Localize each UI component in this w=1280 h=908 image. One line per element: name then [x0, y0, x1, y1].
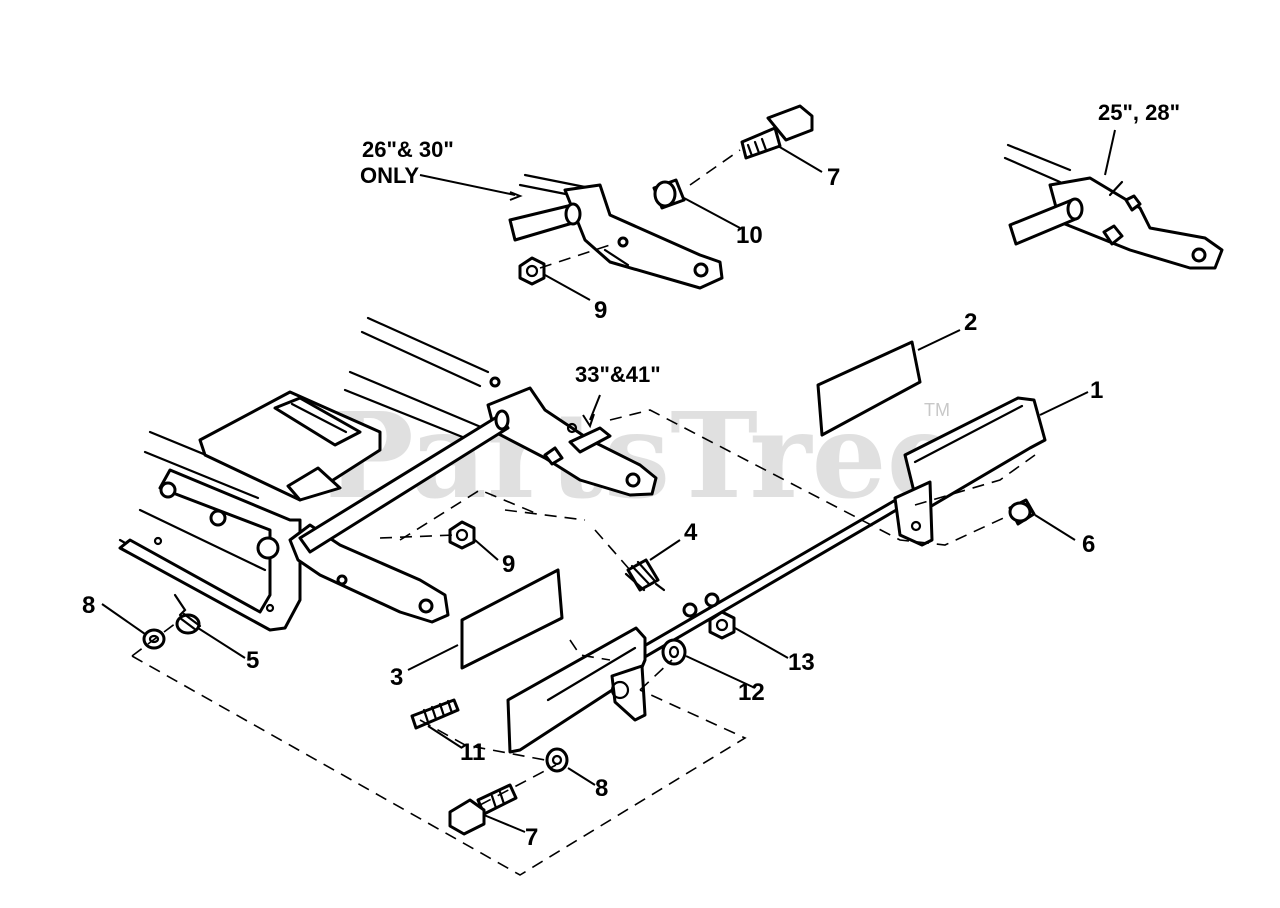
- callout-7-top: 7: [827, 164, 840, 191]
- callout-9-mid: 9: [502, 551, 515, 578]
- callout-3: 3: [390, 664, 403, 691]
- decal-2: [816, 340, 922, 437]
- callout-11: 11: [460, 739, 485, 766]
- callout-9-top: 9: [594, 297, 607, 324]
- bolt-7-top: [740, 104, 814, 160]
- note-33-41: 33"&41": [575, 362, 661, 387]
- bolt-7-bottom: [448, 783, 518, 836]
- spring-4: [624, 558, 666, 592]
- spacer-10: [652, 178, 686, 210]
- spring-5: [173, 593, 202, 635]
- detail-25-28-bracket: [1003, 143, 1224, 270]
- assembly-dashed-lines: [131, 409, 1036, 876]
- washer-12: [661, 638, 687, 666]
- callout-8-left: 8: [82, 592, 95, 619]
- leader-lines: [101, 129, 1116, 833]
- note-25-28: 25", 28": [1098, 100, 1180, 125]
- decal-3: [460, 568, 564, 670]
- screw-11: [410, 698, 460, 730]
- callout-2: 2: [964, 309, 977, 336]
- handle-lower: [506, 626, 647, 754]
- note-26-30-line2: ONLY: [360, 163, 419, 188]
- callout-10: 10: [736, 222, 763, 249]
- callout-5: 5: [246, 647, 259, 674]
- callout-4: 4: [684, 519, 698, 546]
- callout-12: 12: [738, 679, 765, 706]
- note-26-30-line1: 26"& 30": [362, 137, 454, 162]
- cross-rod: [298, 409, 510, 554]
- detail-26-30-bracket: [508, 173, 724, 290]
- deck-side-rail: [118, 468, 302, 632]
- pivot-links: [682, 592, 720, 618]
- callout-13: 13: [788, 649, 815, 676]
- nut-13: [708, 610, 736, 640]
- washer-8-bottom: [545, 747, 569, 773]
- callout-1: 1: [1090, 377, 1103, 404]
- callout-6: 6: [1082, 531, 1095, 558]
- callout-7-bottom: 7: [525, 824, 538, 851]
- deck-plate: [198, 390, 382, 502]
- nut-9-mid: [448, 520, 476, 550]
- rear-hanger-bracket: [486, 376, 658, 497]
- bushing-6: [1008, 498, 1036, 526]
- watermark-trademark: TM: [924, 400, 950, 420]
- nut-9-top: [518, 256, 546, 286]
- callout-8-bottom: 8: [595, 775, 608, 802]
